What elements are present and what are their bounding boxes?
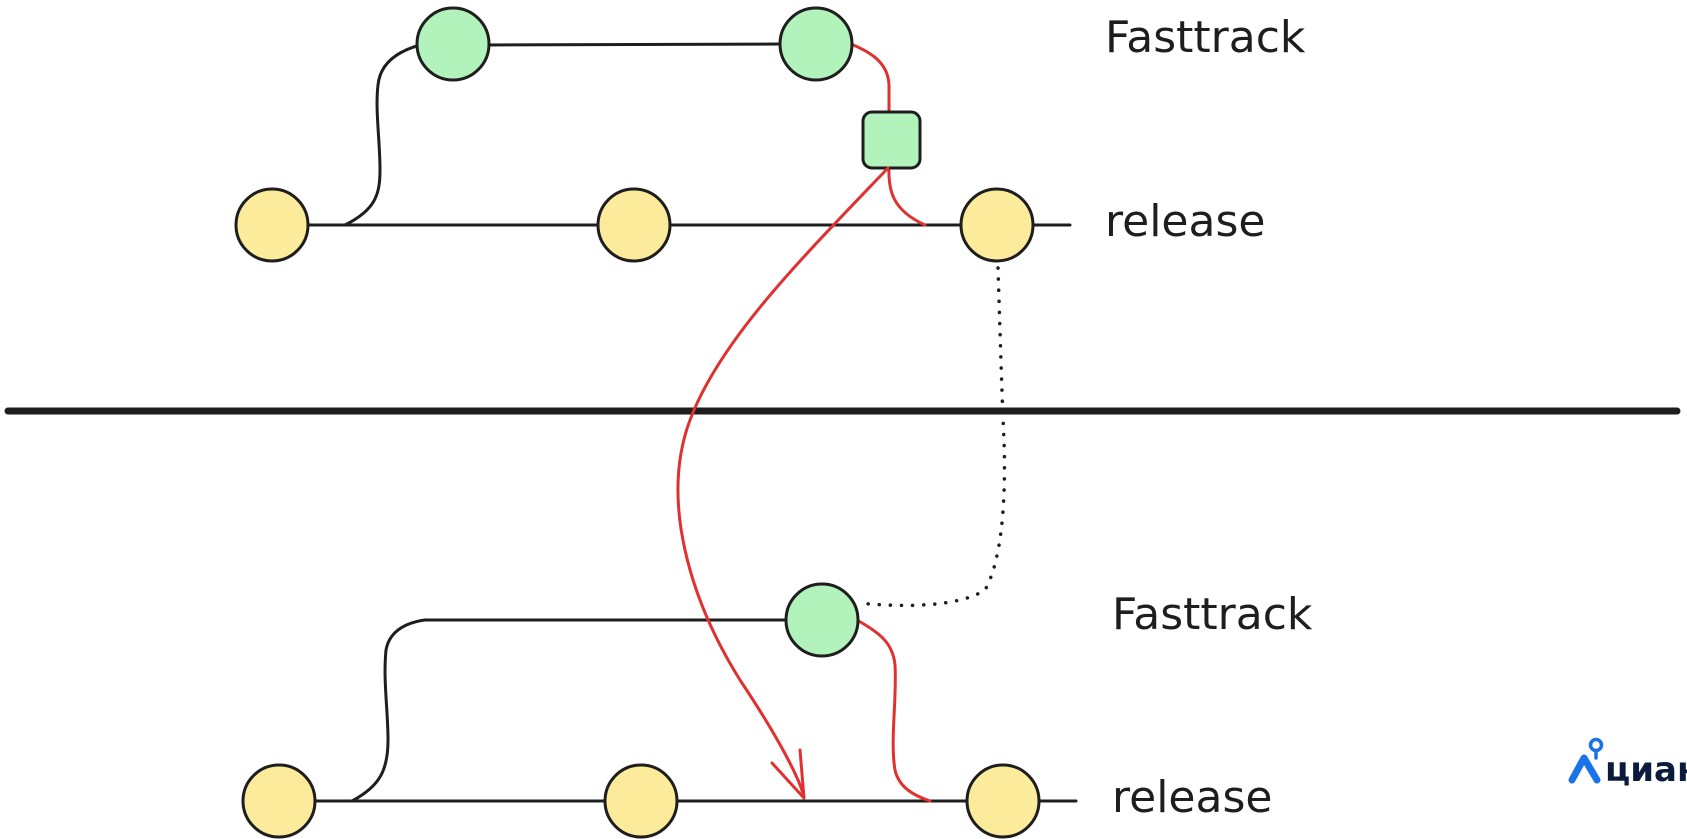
- bottom-release-commit-3: [965, 763, 1041, 839]
- top-merge-commit-square: [861, 110, 922, 170]
- top-merge-line: [849, 42, 891, 115]
- top-release-commit-1: [234, 187, 310, 263]
- bottom-release-label: release: [1112, 772, 1272, 823]
- location-pin-icon: [1568, 737, 1604, 784]
- top-fasttrack-fork-line: [343, 43, 422, 227]
- cherry-pick-arrow: [676, 166, 890, 800]
- bottom-section: Fasttrack release: [241, 582, 1313, 839]
- cherry-pick-arrow-line: [676, 166, 890, 799]
- bottom-fasttrack-fork-line: [350, 618, 427, 803]
- logo-text: циан: [1605, 750, 1687, 790]
- brand-logo: циан: [1568, 737, 1687, 790]
- cherry-pick-arrow-head: [770, 748, 806, 800]
- bottom-release-commit-2: [603, 763, 679, 839]
- bottom-fasttrack-label: Fasttrack: [1112, 589, 1313, 640]
- top-release-label: release: [1105, 196, 1265, 247]
- bottom-fasttrack-commit-1: [784, 582, 860, 658]
- top-fasttrack-branch-line: [483, 42, 785, 47]
- top-release-commit-2: [596, 187, 672, 263]
- bottom-release-commit-1: [241, 763, 317, 839]
- top-release-commit-3: [959, 187, 1035, 263]
- top-fasttrack-commit-1: [415, 6, 491, 82]
- top-fasttrack-label: Fasttrack: [1105, 12, 1306, 63]
- bottom-merge-line: [855, 618, 932, 803]
- top-merge-line-to-release: [887, 164, 927, 227]
- top-section: Fasttrack release: [234, 6, 1306, 608]
- top-fasttrack-commit-2: [778, 6, 854, 82]
- correspondence-dotted-line: [856, 266, 1007, 608]
